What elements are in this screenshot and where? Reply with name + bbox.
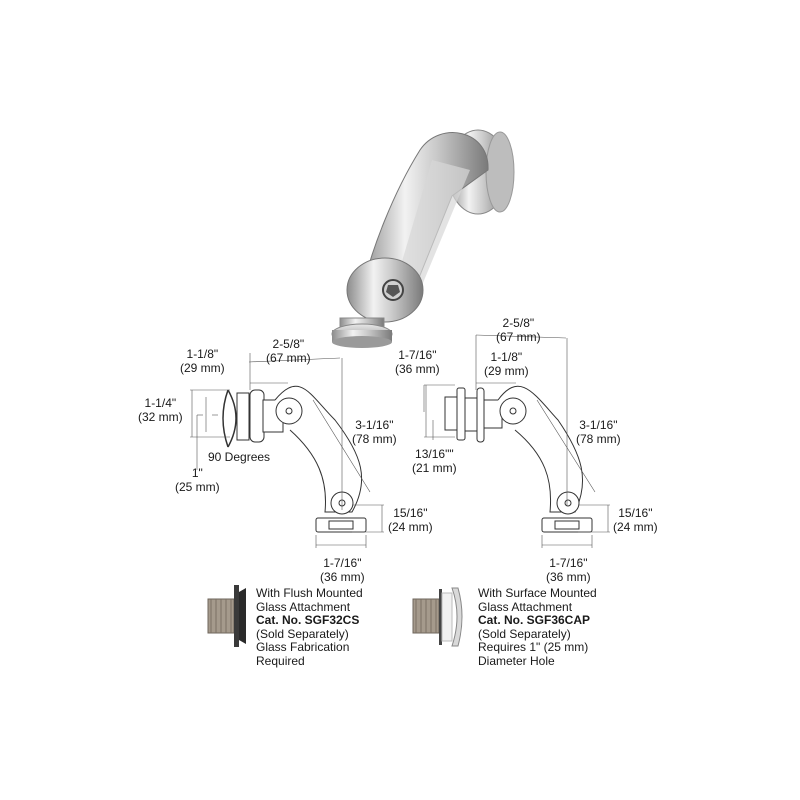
dim-inches: 2-5/8": [502, 316, 535, 330]
catalog-number: Cat. No. SGF36CAP: [478, 613, 591, 628]
dim-inches: 15/16": [393, 506, 428, 520]
right-overall-width-label: 2-5/8"(67 mm): [496, 316, 541, 344]
dim-inches: 2-5/8": [272, 337, 305, 351]
right-base-width-label: 1-7/16"(36 mm): [546, 556, 591, 584]
left-head-depth-label: 1-1/8"(29 mm): [180, 347, 225, 375]
flush-attachment-photo: [207, 585, 246, 647]
dim-mm: (67 mm): [266, 351, 311, 365]
left-overall-width-label: 2-5/8"(67 mm): [266, 337, 311, 365]
caption-line: Glass Attachment: [478, 599, 573, 614]
dim-mm: (21 mm): [412, 461, 457, 475]
caption-line: With Flush Mounted: [256, 586, 363, 600]
surface-attachment-photo: [412, 587, 463, 647]
caption-line: (Sold Separately): [256, 626, 349, 641]
dim-mm: (29 mm): [484, 364, 529, 378]
dim-mm: (36 mm): [546, 570, 591, 584]
dim-mm: (32 mm): [138, 410, 183, 424]
dim-mm: (36 mm): [395, 362, 440, 376]
right-hole-label: 13/16""(21 mm): [412, 447, 457, 475]
dim-inches: 15/16": [618, 506, 653, 520]
dim-mm: (24 mm): [613, 520, 658, 534]
dim-inches: 1-1/8": [186, 347, 219, 361]
left-angle-label: 90 Degrees: [208, 450, 271, 464]
dim-mm: (36 mm): [320, 570, 365, 584]
caption-line: Requires 1" (25 mm): [478, 640, 589, 655]
dim-inches: 1-7/16": [549, 556, 588, 570]
dim-inches: 1-1/8": [490, 350, 523, 364]
caption-line: (Sold Separately): [478, 626, 571, 641]
arm-photo: [331, 129, 515, 348]
dim-mm: (24 mm): [388, 520, 433, 534]
left-base-height-label: 15/16"(24 mm): [388, 506, 433, 534]
dim-inches: 3-1/16": [579, 418, 618, 432]
dim-inches: 1-7/16": [323, 556, 362, 570]
right-fitting-drawing: [423, 334, 610, 548]
dim-mm: (78 mm): [576, 432, 621, 446]
caption-line: With Surface Mounted: [478, 586, 597, 600]
catalog-number: Cat. No. SGF32CS: [256, 613, 360, 628]
right-arm-length-label: 3-1/16"(78 mm): [576, 418, 621, 446]
left-hole-label: 1"(25 mm): [175, 466, 220, 494]
caption-line: Required: [256, 653, 305, 668]
caption-line: Diameter Hole: [478, 653, 555, 668]
left-arm-length-label: 3-1/16"(78 mm): [352, 418, 397, 446]
caption-line: Glass Attachment: [256, 599, 351, 614]
flush-attachment-caption: With Flush Mounted Glass Attachment Cat.…: [256, 586, 363, 669]
dim-mm: (67 mm): [496, 330, 541, 344]
surface-attachment-caption: With Surface Mounted Glass Attachment Ca…: [478, 586, 597, 669]
right-cap-diameter-label: 1-7/16"(36 mm): [395, 348, 440, 376]
right-base-height-label: 15/16"(24 mm): [613, 506, 658, 534]
left-fitting-drawing: [190, 353, 384, 548]
left-base-width-label: 1-7/16"(36 mm): [320, 556, 365, 584]
caption-line: Glass Fabrication: [256, 640, 350, 655]
dim-mm: (78 mm): [352, 432, 397, 446]
right-head-depth-label: 1-1/8"(29 mm): [484, 350, 529, 378]
dim-inches: 13/16"": [415, 447, 454, 461]
dim-mm: (25 mm): [175, 480, 220, 494]
left-head-diameter-label: 1-1/4"(32 mm): [138, 396, 183, 424]
dim-inches: 1-7/16": [398, 348, 437, 362]
dim-mm: (29 mm): [180, 361, 225, 375]
dim-inches: 1-1/4": [144, 396, 177, 410]
dim-inches: 3-1/16": [355, 418, 394, 432]
dim-inches: 1": [191, 466, 203, 480]
